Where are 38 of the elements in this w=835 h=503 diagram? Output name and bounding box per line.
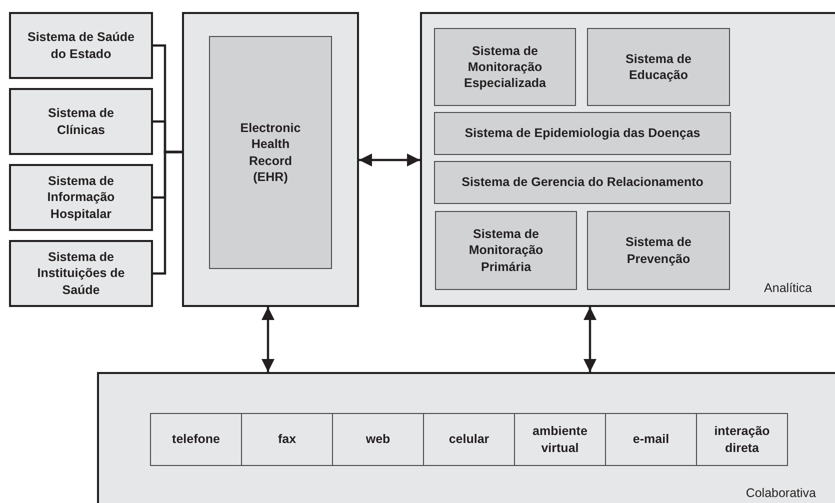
node-label: telefone [171, 431, 221, 448]
system-box [9, 164, 153, 231]
system-box [9, 240, 153, 307]
section-panel [420, 12, 835, 307]
connector-line [153, 150, 182, 275]
system-box [209, 36, 332, 269]
node-label: interação direta [713, 423, 771, 456]
node-label: Sistema de Clínicas [46, 105, 115, 138]
node-label: web [364, 431, 392, 448]
arrow [359, 153, 420, 167]
system-box [9, 88, 153, 155]
system-box [435, 211, 577, 290]
arrow [261, 307, 275, 372]
system-box [587, 28, 730, 106]
node-label: Sistema de Gerencia do Relacionamento [460, 174, 704, 191]
node-label: Electronic Health Record (EHR) [239, 120, 302, 185]
node-label: Sistema de Informação Hospitalar [46, 173, 116, 222]
node-label: e-mail [632, 431, 670, 448]
system-box [9, 12, 153, 79]
node-label: celular [448, 431, 490, 448]
section-panel [97, 372, 835, 503]
node-label: Sistema de Monitoração Especializada [463, 42, 547, 92]
section-label: Colaborativa [746, 486, 816, 500]
node-label: Sistema de Monitoração Primária [468, 226, 544, 275]
node-label: Sistema de Educação [624, 50, 692, 84]
node-label: Sistema de Saúde do Estado [26, 29, 136, 62]
section-panel [182, 12, 359, 307]
node-label: ambiente virtual [532, 423, 588, 456]
node-label: fax [276, 431, 298, 448]
node-label: Sistema de Epidemiologia das Doenças [464, 125, 702, 142]
system-box [434, 28, 576, 106]
system-box [434, 161, 731, 204]
system-box [587, 211, 730, 290]
system-box [434, 112, 731, 155]
section-label: Analítica [764, 281, 812, 295]
node-label: Sistema de Prevenção [624, 234, 692, 267]
node-label: Sistema de Instituições de Saúde [36, 249, 126, 298]
arrow [583, 307, 597, 372]
